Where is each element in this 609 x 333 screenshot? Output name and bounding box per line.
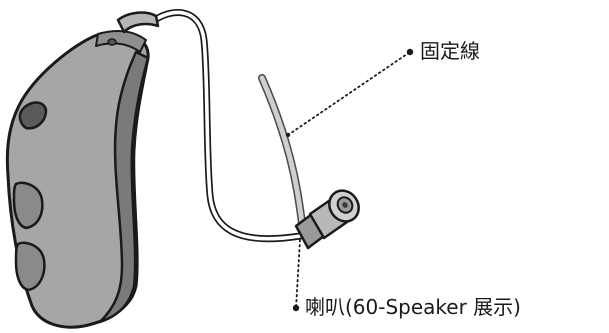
hearing-aid-hook-stub [116, 11, 160, 34]
leader-line-retention-wire [287, 51, 411, 136]
volume-down-button [14, 241, 46, 292]
retention-wire [258, 74, 308, 240]
leader-line-speaker [295, 239, 301, 309]
hearing-aid-icon [5, 11, 160, 329]
indicator-light [107, 38, 117, 46]
microphone-slot [18, 101, 48, 130]
receiver-cable-inner [150, 10, 302, 241]
callout-label-speaker: 喇叭(60-Speaker 展示) [305, 295, 521, 319]
leader-dot-icon [285, 132, 291, 138]
speaker-port [342, 202, 348, 208]
volume-up-button [12, 181, 44, 230]
hearing-aid-side-panel [98, 50, 150, 324]
callout-label-retention-wire: 固定線 [420, 39, 480, 63]
hearing-aid-top-band [95, 29, 147, 53]
leader-dot-icon [292, 304, 300, 312]
speaker-receiver [294, 189, 360, 250]
leader-dot-icon [406, 48, 414, 56]
